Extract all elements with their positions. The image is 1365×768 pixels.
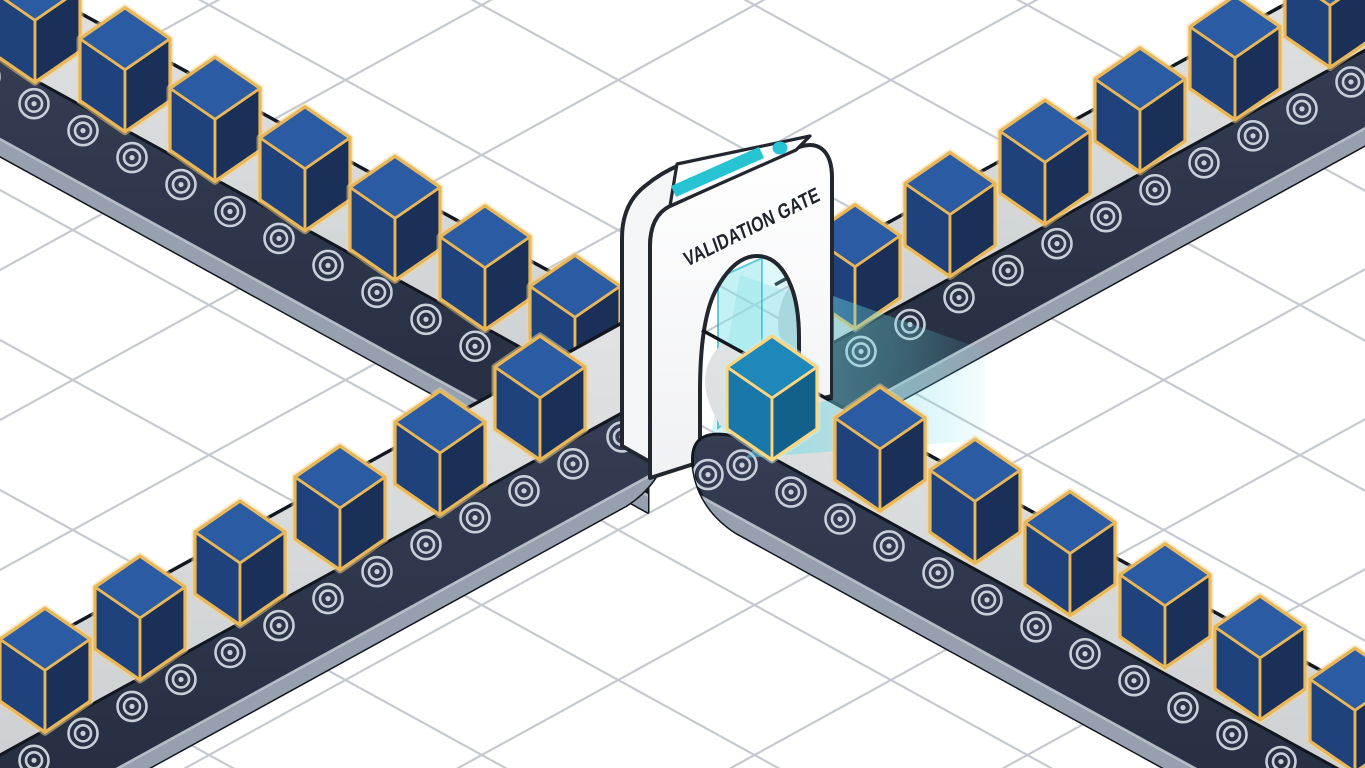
cargo-cube <box>346 152 444 284</box>
roller-icon <box>1237 120 1269 152</box>
cargo-cube <box>91 552 189 684</box>
roller-icon <box>1041 227 1073 260</box>
roller-icon <box>1069 637 1101 670</box>
cargo-cube <box>391 387 489 519</box>
roller-icon <box>165 663 197 696</box>
roller-icon <box>1090 200 1122 233</box>
roller-icon <box>726 449 758 481</box>
cargo-cube <box>831 383 929 515</box>
gate-top-surface <box>668 134 812 208</box>
gate-body <box>620 134 834 480</box>
cargo-cube <box>1186 0 1284 124</box>
roller-icon <box>67 114 99 147</box>
cargo-cube <box>1306 644 1365 768</box>
roller-icon <box>1020 610 1052 643</box>
cargo-cube <box>76 4 174 136</box>
cargo-cube <box>0 604 94 736</box>
cargo-cube <box>436 202 534 334</box>
roller-icon <box>1167 691 1199 724</box>
roller-icon <box>1335 66 1365 98</box>
roller-icon <box>18 744 50 768</box>
roller-icon <box>116 141 148 174</box>
cargo-cube <box>901 149 999 280</box>
cargo-cube <box>1211 592 1309 724</box>
roller-icon <box>361 555 393 588</box>
roller-icon <box>18 87 50 120</box>
cargo-cube <box>0 0 84 86</box>
roller-icon <box>459 330 491 363</box>
validation-gate: VALIDATION GATE <box>620 134 834 480</box>
roller-icon <box>971 584 1003 616</box>
roller-icon <box>165 168 197 201</box>
roller-icon <box>214 636 246 669</box>
roller-icon <box>992 254 1024 287</box>
roller-icon <box>922 557 954 589</box>
roller-icon <box>1265 745 1297 768</box>
scanner-stripe-icon <box>671 147 764 197</box>
cargo-cube <box>1116 540 1214 672</box>
roller-icon <box>775 476 807 508</box>
cargo-cube <box>1091 44 1189 176</box>
roller-icon <box>410 303 442 336</box>
cargo-cube <box>491 332 589 464</box>
roller-icon <box>410 528 442 561</box>
outgoing-cubes <box>831 383 1365 768</box>
roller-icon <box>508 474 540 507</box>
cargo-cube <box>996 96 1094 228</box>
cargo-cube <box>926 435 1024 567</box>
cargo-cube <box>291 442 389 574</box>
roller-icon <box>1216 718 1248 751</box>
roller-icon <box>459 501 491 534</box>
roller-icon <box>116 690 148 723</box>
roller-icon <box>1188 147 1220 179</box>
cargo-cube <box>166 53 264 185</box>
roller-icon <box>361 276 393 309</box>
roller-icon <box>312 249 344 282</box>
roller-icon <box>943 281 975 314</box>
roller-icon <box>873 530 905 562</box>
cargo-cube <box>1021 488 1119 619</box>
belt-side-detail <box>692 449 1365 768</box>
roller-icon <box>214 195 246 228</box>
scanned-cube-highlighted <box>723 332 821 464</box>
roller-icon <box>557 448 589 480</box>
cargo-cube <box>1281 0 1365 71</box>
roller-icon <box>312 582 344 615</box>
roller-icon <box>1286 93 1318 125</box>
roller-icon <box>67 717 99 750</box>
cargo-cube <box>191 497 289 629</box>
roller-icon <box>1118 664 1150 697</box>
scanned-cube <box>723 332 821 464</box>
roller-icon <box>824 503 856 535</box>
cargo-cube <box>256 103 354 235</box>
roller-icon <box>263 222 295 255</box>
status-light-icon <box>772 141 788 155</box>
roller-icon <box>263 609 295 642</box>
conveyor-bottom-left <box>0 310 672 768</box>
roller-icon <box>1139 173 1171 206</box>
